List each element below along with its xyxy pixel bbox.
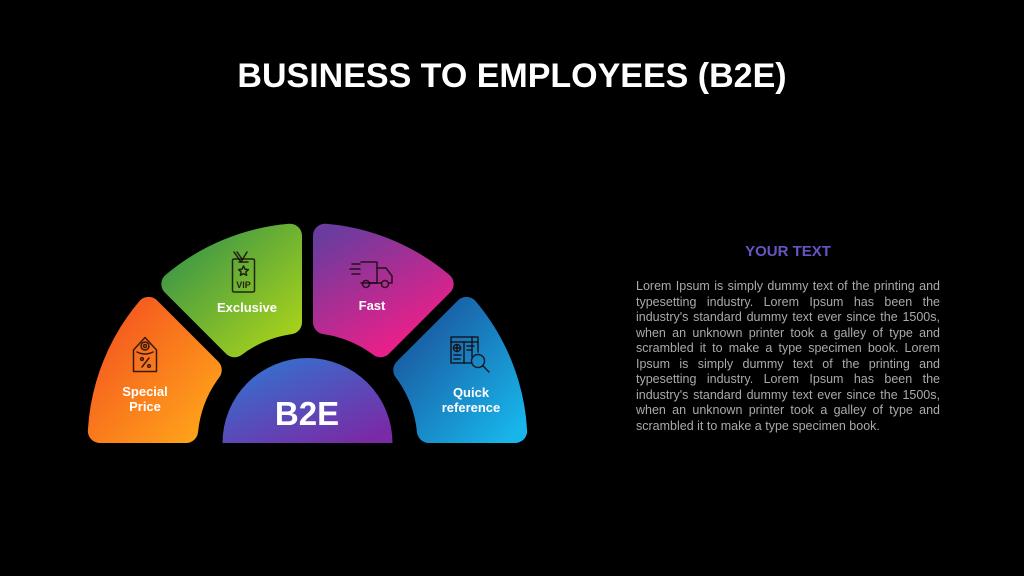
price-tag-percent-icon — [132, 336, 158, 373]
document-search-icon — [450, 336, 490, 373]
segment-label-special-price: Special Price — [85, 384, 205, 414]
segment-label-line: Price — [129, 399, 161, 414]
text-panel-body: Lorem Ipsum is simply dummy text of the … — [636, 279, 940, 433]
center-label: B2E — [274, 395, 340, 432]
segment-fast — [313, 223, 454, 358]
segment-label-line: reference — [441, 400, 501, 415]
segment-label-quick-reference: Quick reference — [411, 385, 531, 415]
segment-label-fast: Fast — [358, 298, 386, 313]
delivery-truck-icon — [349, 261, 393, 289]
segment-special-price — [87, 296, 222, 443]
segment-quick-reference — [393, 296, 528, 443]
segment-exclusive — [161, 223, 302, 358]
segment-label-line: Quick — [452, 385, 490, 400]
text-panel-heading: YOUR TEXT — [745, 243, 831, 260]
segment-label-line: Special — [122, 384, 168, 399]
slide-title: BUSINESS TO EMPLOYEES (B2E) — [237, 57, 787, 95]
center-half-disc — [222, 358, 393, 443]
vip-badge-icon: VIP — [231, 251, 256, 293]
segment-label-exclusive: Exclusive — [217, 300, 277, 315]
svg-text:VIP: VIP — [236, 280, 251, 290]
